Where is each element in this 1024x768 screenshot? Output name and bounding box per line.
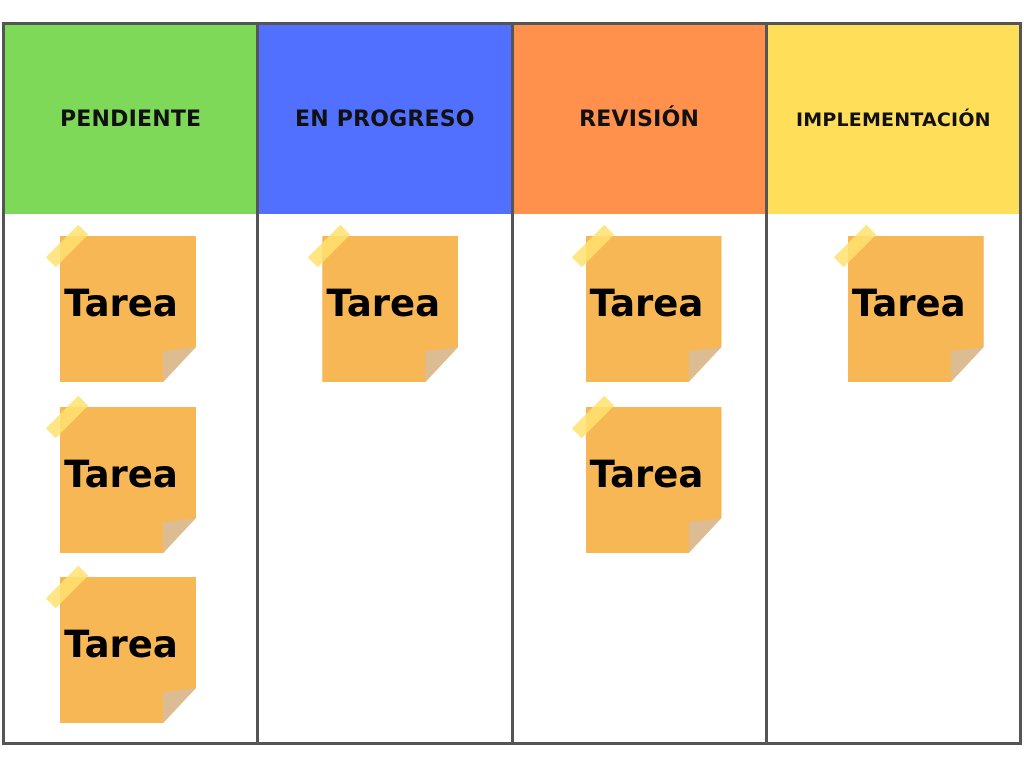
task-card[interactable]: Tarea [45, 395, 196, 553]
column-header-pendiente: PENDIENTE [5, 25, 257, 214]
task-label: Tarea [851, 282, 966, 325]
task-card[interactable]: Tarea [45, 224, 196, 382]
task-label: Tarea [64, 282, 178, 325]
column-revision: REVISIÓN Tarea Tarea [513, 25, 768, 742]
column-body: Tarea [768, 214, 1019, 742]
column-title: EN PROGRESO [295, 107, 475, 132]
column-body: Tarea Tarea [514, 214, 765, 742]
kanban-board: PENDIENTE Tarea Tarea Tarea [2, 22, 1022, 745]
task-label: Tarea [64, 623, 178, 666]
task-label: Tarea [589, 453, 704, 496]
column-body: Tarea [259, 214, 510, 742]
task-card[interactable]: Tarea [571, 224, 722, 382]
task-label: Tarea [589, 282, 704, 325]
column-body: Tarea Tarea Tarea [5, 214, 256, 742]
column-en-progreso: EN PROGRESO Tarea [259, 25, 514, 742]
task-card[interactable]: Tarea [308, 224, 459, 382]
column-header-revision: REVISIÓN [513, 25, 765, 214]
column-pendiente: PENDIENTE Tarea Tarea Tarea [5, 25, 260, 742]
task-label: Tarea [326, 282, 441, 325]
task-card[interactable]: Tarea [571, 395, 722, 553]
task-card[interactable]: Tarea [833, 224, 984, 382]
column-title: REVISIÓN [579, 107, 700, 132]
column-title: IMPLEMENTACIÓN [795, 108, 991, 131]
column-header-en-progreso: EN PROGRESO [259, 25, 511, 214]
task-label: Tarea [64, 453, 178, 496]
column-implementacion: IMPLEMENTACIÓN Tarea [767, 25, 1019, 742]
task-card[interactable]: Tarea [45, 565, 196, 723]
column-title: PENDIENTE [59, 107, 202, 132]
column-header-implementacion: IMPLEMENTACIÓN [767, 25, 1019, 214]
